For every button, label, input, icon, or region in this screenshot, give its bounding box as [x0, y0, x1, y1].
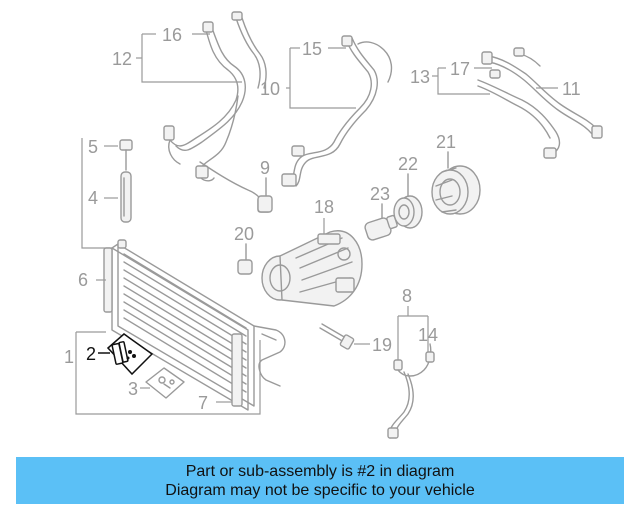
callout-6: 6	[78, 270, 88, 290]
callout-13: 13	[410, 67, 430, 87]
connector-9	[257, 177, 273, 213]
banner-disclaimer: Diagram may not be specific to your vehi…	[165, 481, 475, 499]
valve-and-drier	[119, 139, 133, 223]
highlighted-part-2	[106, 333, 154, 376]
bracket-3	[145, 367, 185, 399]
callout-1: 1	[64, 347, 74, 367]
callout-18: 18	[314, 197, 334, 217]
callout-20: 20	[234, 224, 254, 244]
callout-15: 15	[302, 39, 322, 59]
callout-14: 14	[418, 325, 438, 345]
callout-17: 17	[450, 59, 470, 79]
callout-3: 3	[128, 379, 138, 399]
hose-assembly-12	[163, 11, 271, 213]
callout-23: 23	[370, 184, 390, 204]
callout-21: 21	[436, 132, 456, 152]
sensor-harness-8	[387, 343, 435, 439]
pulley-22	[393, 173, 423, 229]
hose-assembly-11	[477, 47, 603, 159]
callout-2: 2	[86, 344, 96, 364]
callout-19: 19	[372, 335, 392, 355]
callout-12: 12	[112, 49, 132, 69]
callout-9: 9	[260, 158, 270, 178]
callout-4: 4	[88, 188, 98, 208]
callout-22: 22	[398, 154, 418, 174]
compressor-18	[261, 230, 363, 307]
callout-5: 5	[88, 137, 98, 157]
bolt-19	[319, 323, 355, 350]
condenser	[103, 239, 286, 411]
callout-8: 8	[402, 286, 412, 306]
callout-16: 16	[162, 25, 182, 45]
callout-11: 11	[562, 79, 581, 99]
info-banner: Part or sub-assembly is #2 in diagram Di…	[16, 457, 624, 504]
callout-7: 7	[198, 393, 208, 413]
parts-diagram: 1 2 3 4 5 6 7 8 9 10 11 12 13 14 15 16 1…	[64, 11, 603, 439]
hose-assembly-10	[281, 35, 393, 187]
cap-20	[237, 243, 253, 275]
valve-23	[364, 203, 398, 241]
clutch-21	[431, 151, 481, 215]
banner-part-note: Part or sub-assembly is #2 in diagram	[185, 462, 455, 480]
callout-10: 10	[260, 79, 280, 99]
